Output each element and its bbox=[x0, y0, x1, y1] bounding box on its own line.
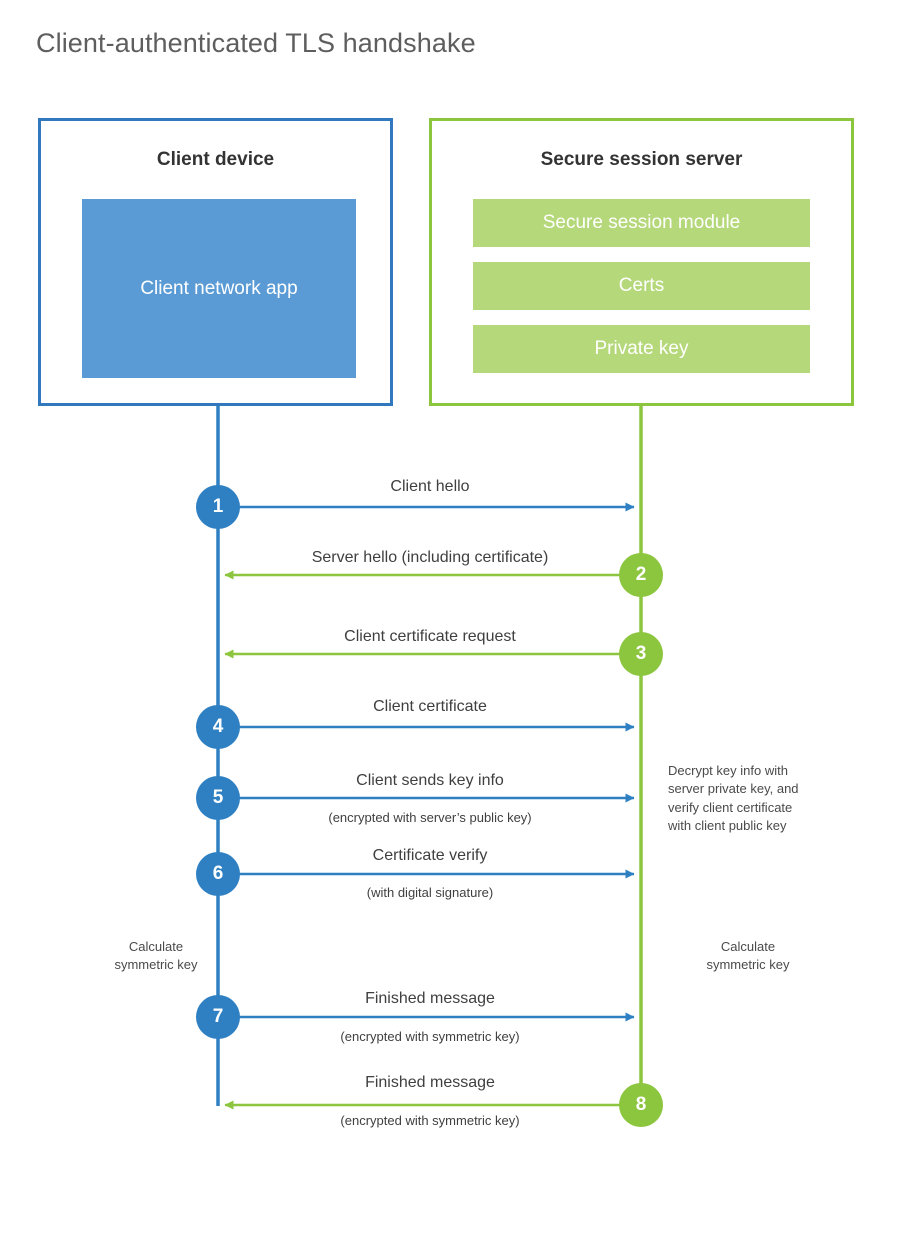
secure-session-module-block: Secure session module bbox=[473, 199, 810, 247]
step-circle-8[interactable]: 8 bbox=[619, 1083, 663, 1127]
client-calculate-symmetric-key-note: Calculate symmetric key bbox=[114, 939, 198, 973]
step-circle-4[interactable]: 4 bbox=[196, 705, 240, 749]
message-label-8: Finished message bbox=[365, 1074, 495, 1091]
message-label-3: Client certificate request bbox=[344, 628, 516, 645]
step-circle-5[interactable]: 5 bbox=[196, 776, 240, 820]
message-label-7: Finished message bbox=[365, 990, 495, 1007]
client-network-app-block: Client network app bbox=[82, 199, 356, 378]
message-label-4: Client certificate bbox=[373, 698, 487, 715]
certs-block: Certs bbox=[473, 262, 810, 310]
client-device-box: Client device Client network app bbox=[38, 118, 393, 406]
step-circle-7[interactable]: 7 bbox=[196, 995, 240, 1039]
message-label-1: Client hello bbox=[390, 478, 470, 495]
client-device-title: Client device bbox=[156, 149, 275, 170]
secure-session-server-box: Secure session server Secure session mod… bbox=[429, 118, 854, 406]
message-sublabel-8: (encrypted with symmetric key) bbox=[340, 1113, 520, 1128]
private-key-block: Private key bbox=[473, 325, 810, 373]
message-sublabel-6: (with digital signature) bbox=[366, 885, 494, 900]
step-circle-6[interactable]: 6 bbox=[196, 852, 240, 896]
page-title: Client-authenticated TLS handshake bbox=[36, 28, 476, 58]
server-decrypt-note: Decrypt key info with server private key… bbox=[668, 763, 799, 834]
message-sublabel-5: (encrypted with server’s public key) bbox=[328, 810, 532, 825]
step-circle-3[interactable]: 3 bbox=[619, 632, 663, 676]
message-sublabel-7: (encrypted with symmetric key) bbox=[340, 1029, 520, 1044]
step-circle-2[interactable]: 2 bbox=[619, 553, 663, 597]
message-label-6: Certificate verify bbox=[372, 847, 488, 864]
step-circle-1[interactable]: 1 bbox=[196, 485, 240, 529]
server-calculate-symmetric-key-note: Calculate symmetric key bbox=[706, 939, 790, 973]
secure-session-server-title: Secure session server bbox=[540, 149, 743, 170]
message-label-5: Client sends key info bbox=[356, 772, 504, 789]
message-label-2: Server hello (including certificate) bbox=[311, 549, 549, 566]
